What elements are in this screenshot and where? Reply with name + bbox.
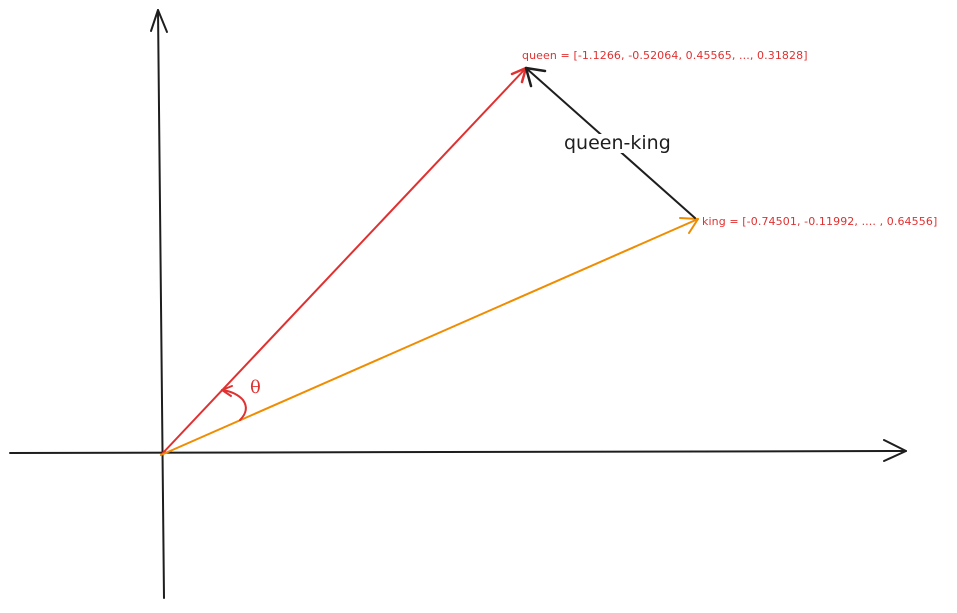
difference-vector-label: queen-king (562, 132, 673, 154)
queen-vector-label: queen = [-1.1266, -0.52064, 0.45565, ...… (522, 49, 808, 62)
x-axis (9, 439, 907, 462)
angle-arc (221, 385, 247, 421)
angle-label: θ (250, 377, 261, 398)
y-axis (150, 9, 168, 599)
queen-vector (160, 66, 528, 456)
king-vector-label: king = [-0.74501, -0.11992, .... , 0.645… (702, 215, 938, 228)
